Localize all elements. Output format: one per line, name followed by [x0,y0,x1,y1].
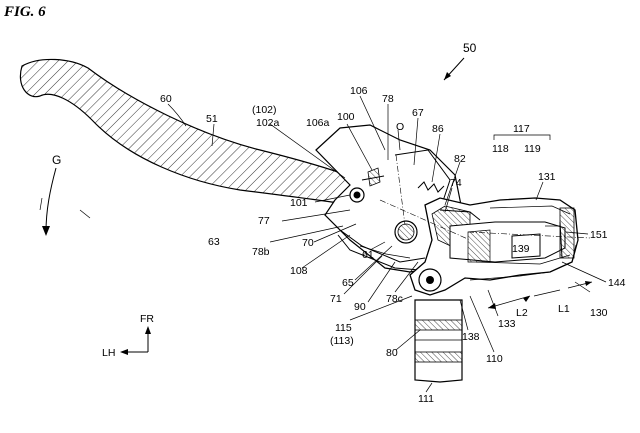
label-102a: 102a [256,117,280,129]
label-90: 90 [354,301,366,313]
orientation-axes [120,326,151,355]
label-LH: LH [102,347,115,359]
label-50: 50 [463,41,477,55]
label-100: 100 [337,111,355,123]
label-78: 78 [382,93,394,105]
label-119: 119 [524,143,541,155]
label-74: 74 [450,177,462,189]
label-63: 63 [208,236,220,248]
label-108: 108 [290,265,308,277]
label-78c: 78c [386,293,403,305]
label-FR: FR [140,313,154,325]
label-51: 51 [206,113,218,125]
label-L1: L1 [558,303,570,315]
direction-arrow-G [42,167,57,236]
label-L2: L2 [516,307,528,319]
label-101: 101 [290,197,308,209]
dimension-L2 [487,295,531,309]
label-77: 77 [258,215,270,227]
label-110: 110 [486,353,503,365]
return-spring [417,181,445,193]
label-G: G [52,153,61,167]
label-117: 117 [513,123,530,135]
label-144: 144 [608,277,626,289]
label-82: 82 [454,153,466,165]
direction-arrow-50 [443,57,465,81]
label-O: O [396,121,404,133]
label-111: 111 [418,393,434,405]
label-106: 106 [350,85,368,97]
label-138: 138 [462,331,480,343]
handlebar-clamp [414,268,463,383]
centre-lines [379,154,591,241]
reference-labels: 50 60 51 (102) 102a 106 106a 100 78 67 O… [52,41,626,405]
label-133: 133 [498,318,516,330]
label-151: 151 [590,229,608,241]
label-86: 86 [432,123,444,135]
label-115: 115 [335,322,352,334]
leader-lines [39,95,607,393]
brake-lever-arm [19,58,361,206]
label-131: 131 [538,171,556,183]
label-61: 61 [362,249,374,261]
label-65: 65 [342,277,354,289]
pivot-pin [394,220,418,244]
label-80: 80 [386,347,398,359]
label-70: 70 [302,237,314,249]
label-106a: 106a [306,117,330,129]
bracket-117 [493,134,551,140]
figure-title: FIG. 6 [4,4,46,20]
label-78b: 78b [252,246,270,258]
dimension-L1 [533,281,593,297]
label-102-paren: (102) [252,104,277,116]
label-130: 130 [590,307,608,319]
adjuster-pin [349,167,385,203]
label-118: 118 [492,143,509,155]
label-71: 71 [330,293,342,305]
label-113-paren: (113) [330,335,354,347]
label-67: 67 [412,107,424,119]
label-139: 139 [512,243,530,255]
label-60: 60 [160,93,172,105]
